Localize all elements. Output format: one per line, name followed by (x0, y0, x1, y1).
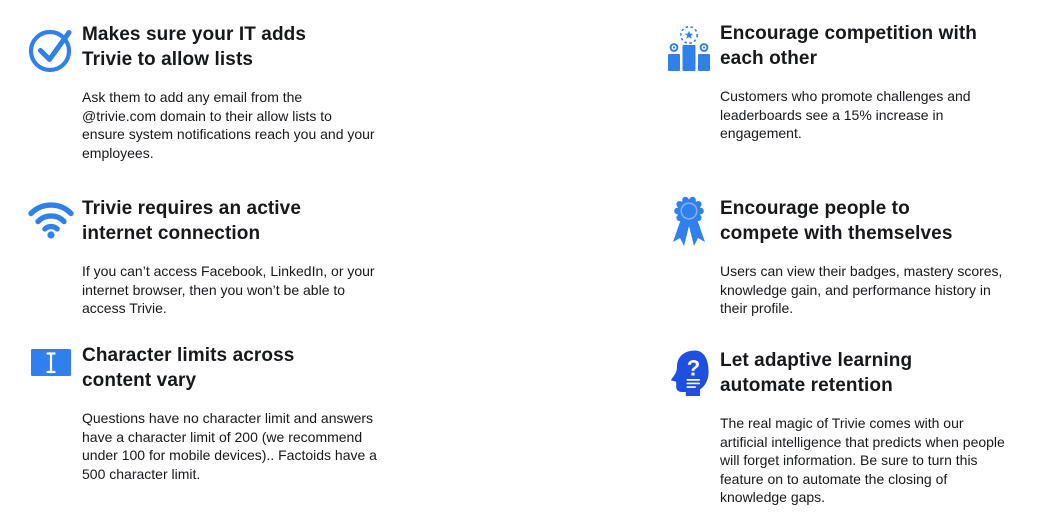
podium-leaderboard-icon (664, 25, 714, 73)
feature-item-compete-themselves: Encourage people to compete with themsel… (664, 196, 1012, 318)
text-cursor-icon (26, 348, 76, 378)
award-ribbon-icon (664, 196, 714, 248)
feature-item-character-limits: Character limits across content vary Que… (26, 343, 378, 483)
feature-item-adaptive-learning: ? Let adaptive learning automate retenti… (664, 348, 1012, 507)
feature-description: If you can’t access Facebook, LinkedIn, … (82, 263, 375, 316)
feature-description: Customers who promote challenges and lea… (720, 88, 971, 141)
wifi-icon (26, 198, 76, 240)
feature-item-internet-connection: Trivie requires an active internet conne… (26, 196, 378, 318)
feature-item-allow-lists: Makes sure your IT adds Trivie to allow … (26, 22, 378, 162)
feature-item-competition: Encourage competition with each other Cu… (664, 21, 1012, 143)
feature-title: Makes sure your IT adds Trivie to allow … (82, 24, 307, 70)
feature-title: Encourage competition with each other (720, 23, 978, 69)
feature-description: Questions have no character limit and an… (82, 410, 377, 482)
feature-title: Trivie requires an active internet conne… (82, 198, 302, 244)
feature-description: Ask them to add any email from the @triv… (82, 89, 375, 161)
feature-description: Users can view their badges, mastery sco… (720, 263, 1003, 316)
svg-text:?: ? (687, 356, 700, 381)
feature-title: Character limits across content vary (82, 345, 295, 391)
head-question-icon: ? (664, 350, 714, 396)
check-circle-icon (26, 25, 76, 73)
feature-title: Let adaptive learning automate retention (720, 350, 913, 396)
feature-description: The real magic of Trivie comes with our … (720, 415, 1005, 505)
feature-title: Encourage people to compete with themsel… (720, 198, 953, 244)
